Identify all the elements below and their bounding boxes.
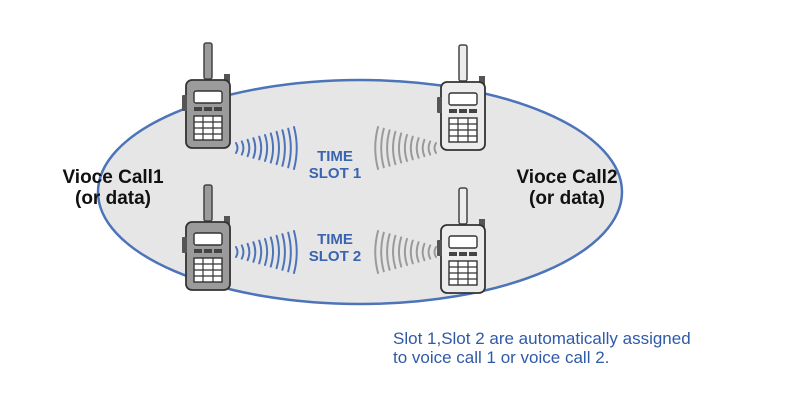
radio-wave-arc	[397, 132, 403, 164]
radio-wave-arc	[235, 246, 239, 258]
radio-wave-arc	[235, 142, 239, 154]
radio-wave-arc	[415, 137, 420, 159]
radio-wave-arc	[409, 135, 414, 161]
radio-wave-arc	[293, 230, 298, 274]
radio-wave-arc	[264, 134, 269, 162]
time-slot-1-line1: TIME	[317, 148, 353, 165]
radio-wave-arc	[258, 135, 263, 161]
radio-wave-arc	[240, 244, 245, 260]
slot-assignment-note: Slot 1,Slot 2 are automatically assigned…	[393, 329, 793, 367]
time-slot-1-line2: SLOT 1	[308, 165, 362, 182]
voice-call-2-subtitle: (or data)	[529, 188, 605, 209]
radio-wave-arc	[269, 236, 275, 268]
note-line-2: to voice call 1 or voice call 2.	[393, 348, 610, 367]
radio-wave-arc	[287, 127, 292, 169]
radio-wave-arc	[380, 127, 385, 169]
radio-wave-arc	[246, 138, 251, 158]
time-slot-2-line2: SLOT 2	[308, 248, 362, 265]
radio-wave-arc	[275, 130, 280, 166]
radio-wave-arc	[427, 140, 432, 156]
radio-wave-arc	[392, 234, 397, 270]
radio-wave-arc	[386, 233, 391, 271]
voice-call-2-label: Vioce Call2 (or data)	[492, 167, 642, 209]
radio-wave-arc	[281, 129, 286, 167]
radio-wave-arc	[433, 142, 437, 154]
radio-wave-arc	[264, 238, 269, 266]
radio-wave-arc	[252, 241, 257, 263]
radio-wave-arc	[269, 132, 275, 164]
radio-wave-arc	[374, 126, 379, 170]
time-slot-1-label: TIME SLOT 1	[290, 148, 380, 182]
radio-wave-icon	[235, 230, 298, 274]
time-slot-2-label: TIME SLOT 2	[290, 231, 380, 265]
radio-wave-arc	[421, 242, 426, 262]
radio-wave-arc	[409, 239, 414, 265]
radio-wave-arc	[287, 231, 292, 273]
radio-wave-arc	[392, 130, 397, 166]
radio-wave-arc	[281, 233, 286, 271]
radio-wave-icon	[374, 126, 437, 170]
radio-wave-arc	[380, 231, 385, 273]
voice-call-2-title: Vioce Call2	[516, 167, 618, 188]
radio-wave-arc	[415, 241, 420, 263]
walkie-talkie-icon	[181, 42, 231, 149]
voice-call-1-title: Vioce Call1	[62, 167, 164, 188]
voice-call-1-subtitle: (or data)	[75, 188, 151, 209]
radio-wave-arc	[386, 129, 391, 167]
radio-wave-arc	[427, 244, 432, 260]
radio-wave-icon	[374, 230, 437, 274]
radio-wave-arc	[397, 236, 403, 268]
radio-wave-arc	[403, 134, 408, 162]
radio-wave-arc	[246, 242, 251, 262]
radio-wave-arc	[293, 126, 298, 170]
radio-wave-arc	[240, 140, 245, 156]
radio-wave-arc	[252, 137, 257, 159]
radio-wave-arc	[421, 138, 426, 158]
radio-wave-arc	[433, 246, 437, 258]
voice-call-1-label: Vioce Call1 (or data)	[38, 167, 188, 209]
radio-wave-arc	[374, 230, 379, 274]
radio-wave-icon	[235, 126, 298, 170]
time-slot-2-line1: TIME	[317, 231, 353, 248]
radio-wave-arc	[258, 239, 263, 265]
note-line-1: Slot 1,Slot 2 are automatically assigned	[393, 329, 691, 348]
walkie-talkie-icon	[436, 44, 486, 151]
radio-wave-arc	[403, 238, 408, 266]
radio-wave-arc	[275, 234, 280, 270]
